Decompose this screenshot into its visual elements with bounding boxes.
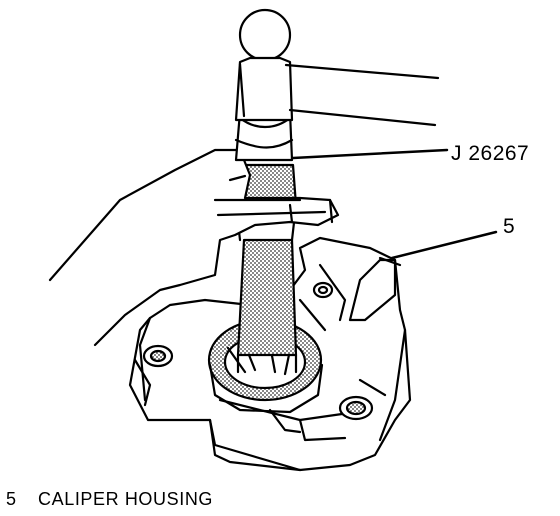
hammer (234, 8, 440, 127)
legend-number: 5 (6, 489, 17, 509)
callout-part-number: 5 (503, 215, 516, 238)
leader-line-tool (291, 148, 449, 160)
legend: 5 CALIPER HOUSING (6, 489, 213, 510)
legend-text: CALIPER HOUSING (38, 489, 214, 509)
tool-handle (234, 110, 294, 162)
callout-tool-number: J 26267 (451, 142, 530, 165)
leader-line-part (390, 230, 498, 260)
tool-shaft (236, 238, 298, 374)
hand (48, 148, 340, 347)
